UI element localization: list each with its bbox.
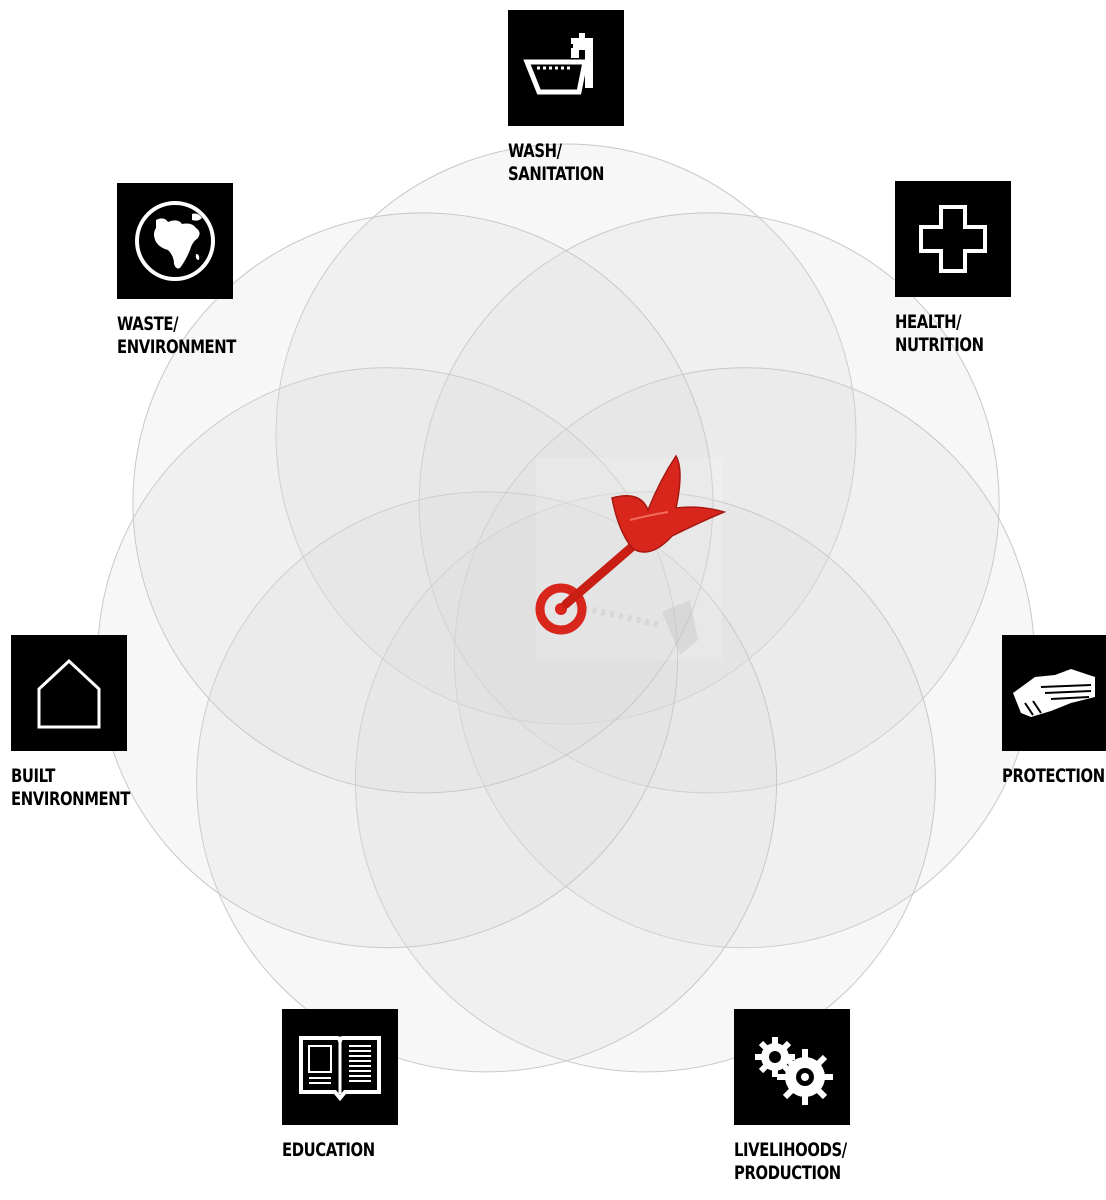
sector-circle-education [196,491,778,1073]
sector-label: LIVELIHOODS/ PRODUCTION [734,1139,847,1185]
label-line-1: WASH/ [508,140,562,162]
sector-health-nutrition: HEALTH/ NUTRITION [895,181,1011,357]
sector-label: BUILT ENVIRONMENT [11,765,130,811]
open-book-icon [282,1009,398,1125]
dart-bullseye-icon [535,454,727,660]
sector-built-environment: BUILT ENVIRONMENT [11,635,164,811]
sector-circle-waste [132,212,714,794]
sector-protection: PROTECTION [1002,635,1106,788]
label-line-2: PRODUCTION [734,1162,841,1184]
sector-label: EDUCATION [282,1139,375,1162]
sector-circle-livelihoods [354,491,936,1073]
sector-label: WASH/ SANITATION [508,140,604,186]
label-line-1: WASTE/ [117,313,179,335]
label-line-1: BUILT [11,765,55,787]
sector-label: HEALTH/ NUTRITION [895,311,985,357]
faucet-basin-icon [508,10,624,126]
label-line-1: HEALTH/ [895,311,962,333]
dart-shadow [574,600,698,655]
globe-icon [117,183,233,299]
handshake-icon [1002,635,1106,751]
sector-label: PROTECTION [1002,765,1105,788]
label-line-1: LIVELIHOODS/ [734,1139,847,1161]
sector-circle-health [418,212,1000,794]
sector-livelihoods-production: LIVELIHOODS/ PRODUCTION [734,1009,879,1185]
sector-education: EDUCATION [282,1009,401,1162]
overlapping-circles [97,143,1035,1073]
sector-label: WASTE/ ENVIRONMENT [117,313,236,359]
house-outline-icon [11,635,127,751]
sector-wash-sanitation: WASH/ SANITATION [508,10,631,186]
label-line-2: SANITATION [508,163,605,185]
sector-circle-wash [275,143,857,725]
medical-cross-icon [895,181,1011,297]
label-line-1: PROTECTION [1002,765,1105,787]
label-line-2: NUTRITION [895,334,984,356]
gears-icon [734,1009,850,1125]
label-line-2: ENVIRONMENT [11,788,131,810]
sector-waste-environment: WASTE/ ENVIRONMENT [117,183,270,359]
label-line-1: EDUCATION [282,1139,375,1161]
label-line-2: ENVIRONMENT [117,336,237,358]
